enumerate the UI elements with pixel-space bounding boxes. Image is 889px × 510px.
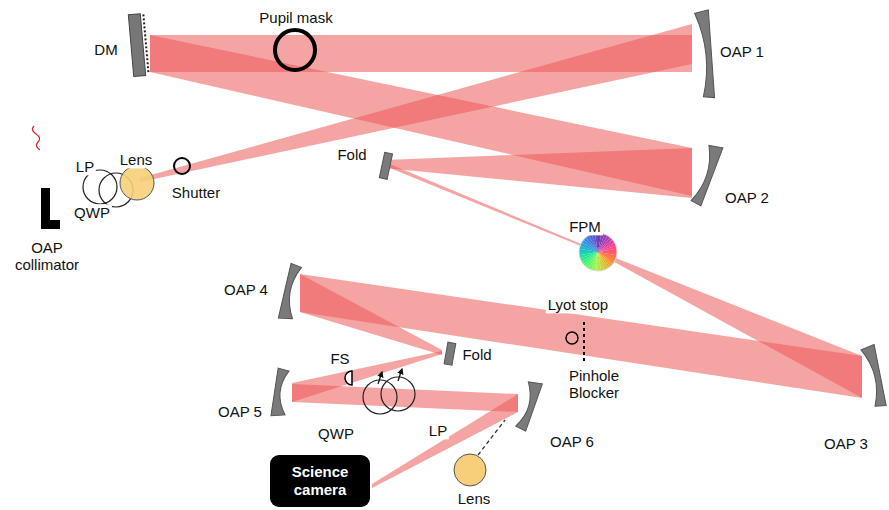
mirror (444, 342, 456, 365)
mirror (694, 10, 717, 99)
fpm-rim (579, 233, 617, 271)
lyot-stop (566, 332, 578, 344)
part-label: OAP 1 (718, 43, 766, 60)
part-label: LP (74, 158, 96, 175)
part-label: Shutter (170, 184, 222, 201)
part-label: OAP 3 (822, 435, 870, 452)
part-label: FPM (567, 218, 603, 235)
output-polarizers (363, 369, 415, 414)
part-label: Pinhole Blocker (556, 367, 632, 402)
mirror (690, 144, 722, 207)
mirror (861, 345, 889, 409)
part-label: DM (92, 41, 119, 58)
fpm-wedge (579, 252, 598, 255)
part-label: Lens (118, 151, 155, 168)
part-label: OAP collimator (0, 239, 94, 274)
part-label: FS (328, 350, 351, 367)
field-stop (345, 371, 352, 385)
mirror (379, 152, 392, 179)
mirror (515, 380, 542, 432)
part-label: OAP 6 (548, 433, 596, 450)
focal-plane-mask (579, 233, 617, 271)
fpm-wedge (592, 233, 598, 252)
removable-lens (454, 420, 505, 486)
fpm-wedge (598, 249, 617, 252)
pupil-mask (275, 30, 315, 70)
mirror (271, 368, 289, 417)
part-label: Lyot stop (546, 296, 610, 313)
part-label: OAP 5 (216, 403, 264, 420)
camera-label: Science camera (278, 463, 362, 499)
camera-box: Science camera (270, 455, 370, 507)
fpm-wedge (598, 252, 601, 271)
part-label: OAP 4 (222, 281, 270, 298)
pinhole-blocker (583, 322, 585, 362)
fpm-wedge (598, 252, 604, 271)
dm-mirror (128, 13, 148, 76)
part-label: QWP (72, 204, 112, 221)
fpm-wedge (595, 233, 598, 252)
part-label: Lens (456, 490, 493, 507)
mirrors (271, 10, 889, 432)
part-label: Pupil mask (257, 9, 334, 26)
collimator (32, 126, 190, 229)
mirror (278, 263, 302, 321)
part-label: LP (427, 422, 449, 439)
part-label: Fold (460, 346, 493, 363)
part-label: QWP (316, 425, 356, 442)
part-label: Fold (335, 146, 368, 163)
fpm-wedge (598, 246, 617, 252)
laser-beams (140, 24, 862, 488)
fpm-wedge (579, 252, 598, 258)
part-label: OAP 2 (723, 189, 771, 206)
